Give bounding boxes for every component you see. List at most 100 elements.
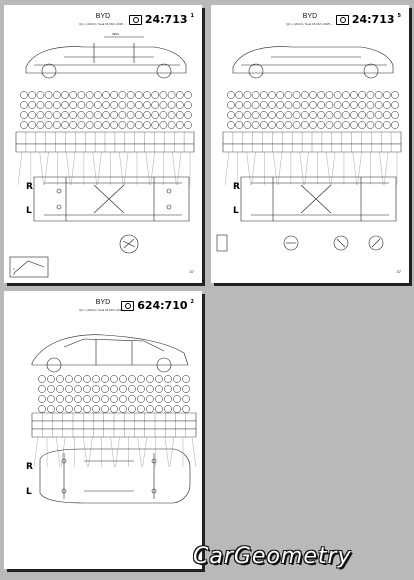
point-marker (77, 91, 86, 99)
point-marker (126, 111, 135, 119)
point-marker (284, 101, 293, 109)
point-marker (137, 395, 145, 403)
point-marker (164, 385, 172, 393)
point-marker (65, 395, 73, 403)
leader-line (357, 151, 362, 186)
point-marker (243, 121, 252, 129)
point-marker (137, 405, 145, 413)
point-marker (74, 405, 82, 413)
point-marker (36, 101, 45, 109)
point-marker (126, 121, 135, 129)
point-marker (155, 395, 163, 403)
point-marker (173, 395, 181, 403)
left-side-label: L (233, 206, 239, 216)
point-marker (159, 91, 168, 99)
leader-line (44, 151, 49, 186)
point-marker (47, 395, 55, 403)
point-marker (259, 91, 268, 99)
point-marker (391, 111, 399, 119)
point-marker (309, 111, 317, 119)
model-label: Qin L (2024) / Seal 06 DM-i 2025 → (286, 22, 334, 26)
point-marker (155, 405, 163, 413)
point-marker (128, 405, 136, 413)
point-marker (110, 385, 118, 393)
point-marker (317, 111, 326, 119)
leader-line (299, 151, 304, 186)
point-marker (292, 91, 301, 99)
point-marker (56, 375, 64, 383)
diagram-sheet-3[interactable]: BYD Qin L (2024) / Seal 06 DM-i 2025 → 6… (4, 291, 202, 569)
leader-line (273, 151, 278, 186)
underbody-diagram-2 (216, 46, 402, 252)
leader-line (92, 151, 97, 186)
point-marker (126, 101, 135, 109)
point-marker (65, 375, 73, 383)
point-marker (110, 101, 119, 109)
point-marker (102, 91, 110, 99)
point-marker (276, 121, 285, 129)
point-marker (20, 91, 28, 99)
point-marker (268, 121, 276, 129)
leader-line (172, 151, 177, 186)
point-marker (93, 111, 102, 119)
code-superscript: 1 (190, 13, 194, 19)
point-marker (164, 395, 172, 403)
point-marker (77, 111, 86, 119)
brand-label: BYD (302, 13, 318, 20)
point-marker (92, 395, 100, 403)
leader-line (17, 151, 23, 186)
point-marker (36, 111, 45, 119)
leader-line (55, 436, 61, 468)
svg-text:2: 2 (13, 272, 15, 276)
point-marker (173, 405, 181, 413)
point-marker (56, 385, 64, 393)
point-marker (65, 405, 73, 413)
point-marker (251, 91, 260, 99)
camera-icon (128, 15, 142, 25)
point-marker (251, 101, 260, 109)
point-marker (134, 111, 143, 119)
point-marker (28, 111, 37, 119)
code-value: 624:710 (137, 299, 188, 312)
leader-line (110, 436, 115, 468)
point-marker (44, 121, 53, 129)
leader-line (61, 436, 66, 468)
leader-line (119, 151, 124, 186)
point-marker (184, 101, 192, 109)
point-marker (20, 121, 28, 129)
leader-line (88, 436, 93, 468)
point-marker (300, 101, 309, 109)
point-marker (309, 101, 317, 109)
point-marker (333, 101, 342, 109)
point-marker (110, 111, 119, 119)
point-marker (382, 101, 391, 109)
point-marker (374, 91, 383, 99)
diagram-sheet-2[interactable]: BYD Qin L (2024) / Seal 06 DM-i 2025 → 2… (211, 5, 409, 283)
point-marker (235, 111, 244, 119)
right-side-label: R (26, 182, 33, 192)
point-marker (20, 111, 28, 119)
point-marker (300, 121, 309, 129)
point-marker (137, 385, 145, 393)
point-marker (143, 101, 151, 109)
point-marker (159, 121, 168, 129)
point-marker (341, 111, 350, 119)
point-marker (164, 405, 172, 413)
leader-line (97, 151, 102, 186)
leader-line (164, 436, 169, 468)
point-marker (93, 121, 102, 129)
point-marker (358, 101, 367, 109)
leader-line (191, 436, 197, 468)
camera-icon (335, 15, 349, 25)
point-marker (61, 111, 69, 119)
point-marker (110, 405, 118, 413)
model-label: Qin L (2024) / Seal 06 DM-i 2025 → (79, 308, 127, 312)
point-marker (118, 101, 127, 109)
point-marker (366, 121, 375, 129)
point-marker (128, 375, 136, 383)
point-marker (184, 111, 192, 119)
point-marker (28, 101, 37, 109)
point-marker (276, 111, 285, 119)
